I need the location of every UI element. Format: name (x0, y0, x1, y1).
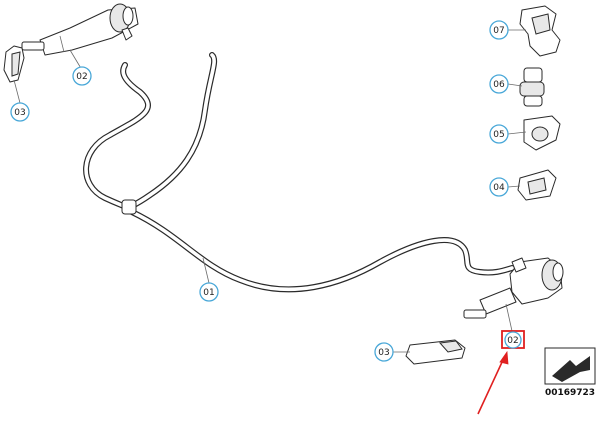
callout-02-top: 02 (72, 66, 92, 86)
hose-assembly (83, 52, 515, 293)
cover-cap-bottom (405, 339, 466, 365)
callout-03-bottom: 03 (374, 342, 394, 362)
callout-03-top: 03 (10, 102, 30, 122)
hose-clip-04 (517, 169, 557, 201)
washer-nozzle-bottom (463, 257, 564, 319)
svg-text:01: 01 (203, 288, 214, 298)
svg-text:03: 03 (14, 108, 25, 118)
svg-text:02: 02 (507, 336, 518, 346)
svg-text:06: 06 (493, 80, 505, 90)
reference-box: 00169723 (544, 347, 596, 398)
reference-number: 00169723 (545, 388, 595, 398)
svg-text:07: 07 (493, 26, 504, 36)
callout-07: 07 (489, 20, 509, 40)
callout-06: 06 (489, 74, 509, 94)
cover-cap-top (3, 45, 25, 83)
svg-text:05: 05 (493, 130, 504, 140)
direction-arrow-icon (552, 356, 590, 382)
callout-05: 05 (489, 124, 509, 144)
svg-text:03: 03 (378, 348, 389, 358)
washer-nozzle-top (21, 3, 139, 56)
hose-clip-06 (519, 67, 545, 107)
callout-02-bottom: 02 (501, 330, 525, 349)
callout-01: 01 (199, 282, 219, 302)
svg-text:02: 02 (76, 72, 87, 82)
red-arrow-icon (477, 350, 509, 415)
callout-04: 04 (489, 177, 509, 197)
svg-text:04: 04 (493, 183, 505, 193)
hose-clip-05 (523, 115, 561, 151)
t-connector (121, 199, 137, 215)
bracket-clip-07 (519, 5, 561, 57)
